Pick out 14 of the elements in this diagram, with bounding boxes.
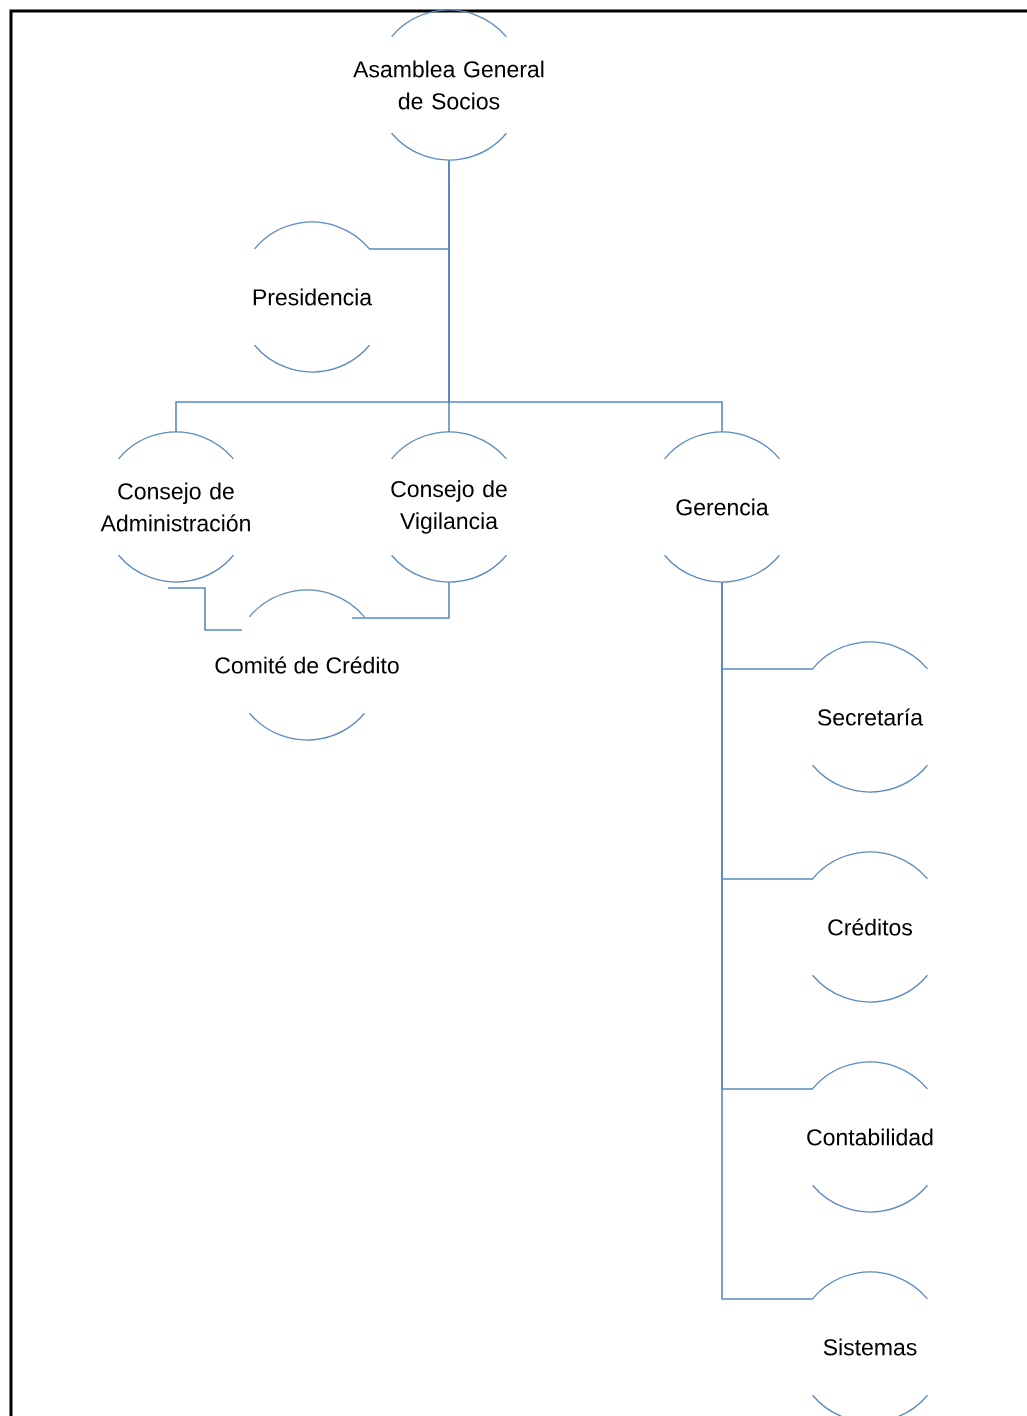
org-unit: Gerencia (663, 431, 781, 583)
connector-line (721, 581, 814, 1300)
org-unit: Consejo de Administración (100, 431, 250, 583)
connector-line (448, 159, 723, 433)
connector-line (167, 587, 243, 631)
org-unit: Comité de Crédito (215, 589, 399, 741)
org-unit: Asamblea General de Socios (353, 9, 544, 161)
org-unit: Créditos (811, 851, 929, 1003)
org-unit: Secretaría (811, 641, 929, 793)
org-unit: Contabilidad (807, 1061, 933, 1213)
org-unit: Sistemas (811, 1271, 929, 1416)
org-unit: Consejo de Vigilancia (390, 431, 508, 583)
org-unit: Presidencia (253, 221, 373, 373)
connector-line (351, 581, 450, 619)
